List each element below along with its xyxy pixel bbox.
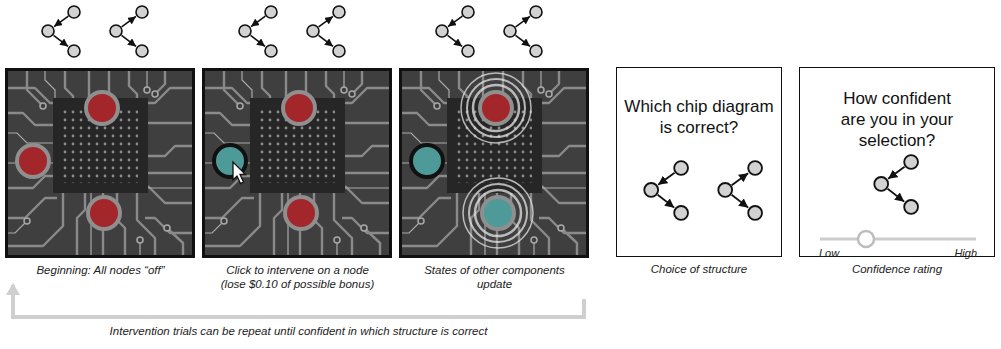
slider-label: Low xyxy=(819,247,839,260)
mouse-cursor xyxy=(233,162,246,184)
panel-frame: Which chip diagram is correct? xyxy=(616,67,782,257)
edge-label: Intervention trials can be repeat until … xyxy=(107,324,491,338)
chip-panel: Beginning: All nodes “off” xyxy=(5,68,196,285)
structure-icon xyxy=(42,6,80,57)
panel-caption: Choice of structure xyxy=(616,262,782,276)
panel-heading: Which chip diagram is correct? xyxy=(620,96,778,138)
chip-frame xyxy=(399,68,590,258)
chip-panel: Click to intervene on a node (lose $0.10… xyxy=(202,68,393,299)
chip-frame xyxy=(5,68,196,258)
chip-frame xyxy=(202,68,393,258)
choice-panel: Which chip diagram is correct? Choice of … xyxy=(616,67,782,284)
structure-option xyxy=(644,161,688,220)
panel-caption: Confidence rating xyxy=(799,262,995,276)
panel-frame: How confident are you in your selection? xyxy=(799,67,995,257)
structure-icon xyxy=(239,6,277,57)
slider-track xyxy=(820,238,976,241)
panel-caption: States of other components update xyxy=(415,263,575,291)
structure-icon xyxy=(307,6,345,57)
chip-board xyxy=(5,68,195,258)
panel-caption: Beginning: All nodes “off” xyxy=(7,263,195,277)
slider-label: High xyxy=(954,247,977,260)
chip-panel: States of other components update xyxy=(399,68,590,299)
panel-caption: Click to intervene on a node (lose $0.10… xyxy=(214,263,382,291)
structure-icon xyxy=(504,6,542,57)
slider-knob xyxy=(858,231,874,247)
structure-icon xyxy=(874,155,918,214)
chip-board xyxy=(202,68,392,258)
chip-board xyxy=(399,68,589,258)
structure-icon xyxy=(110,6,148,57)
structure-option xyxy=(718,161,762,220)
panel-heading: How confident are you in your selection? xyxy=(830,88,965,151)
structure-icon xyxy=(436,6,474,57)
